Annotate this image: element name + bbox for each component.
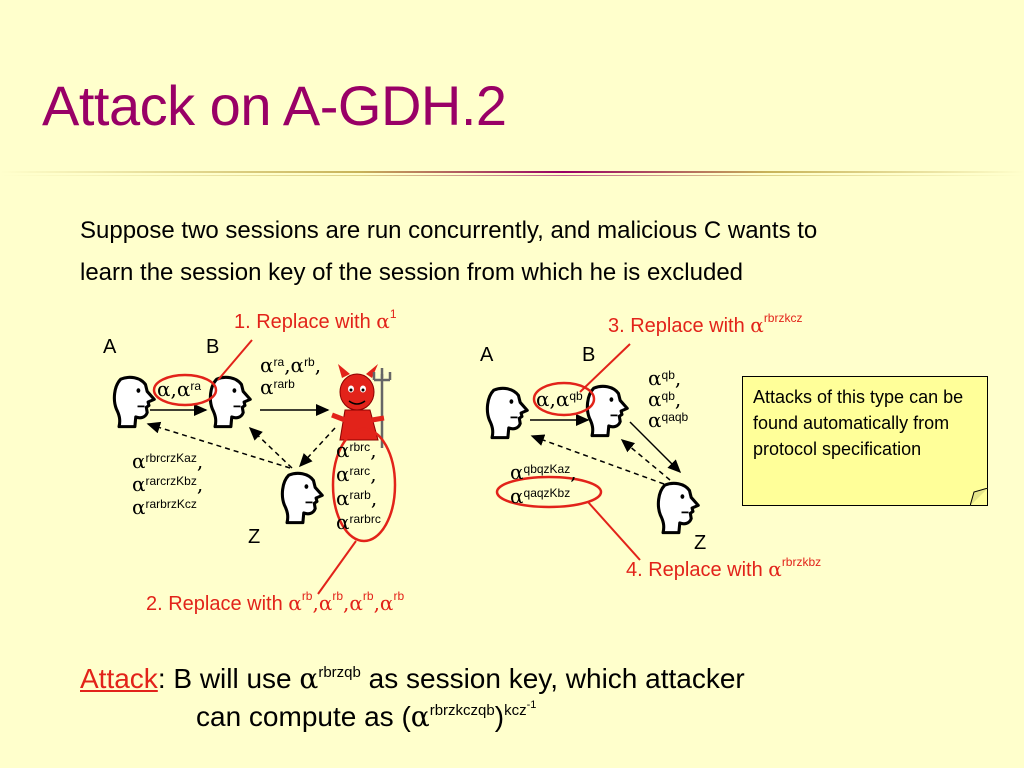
note-text: Attacks of this type can be found automa… <box>753 387 964 459</box>
intro-text: Suppose two sessions are run concurrentl… <box>80 210 980 294</box>
right-label-b: B <box>582 344 596 366</box>
msg-a-to-b-left: α,αra <box>157 377 202 401</box>
callout-oval-2 <box>331 427 397 543</box>
step-4-label: 4. Replace with αrbrzkbz <box>626 555 822 581</box>
msg-b-to-c-left: αra,αrb, αrarb <box>260 353 322 399</box>
intro-line-1: Suppose two sessions are run concurrentl… <box>80 217 818 244</box>
callout-oval-4 <box>495 475 603 509</box>
intro-line-2: learn the session key of the session fro… <box>80 259 744 286</box>
left-label-a: A <box>103 336 117 358</box>
title-divider <box>0 171 1024 176</box>
arrow-z-to-b-left <box>248 426 293 469</box>
msg-z-to-a-right: αqbqzKaz, αqaqzKbz <box>510 460 577 508</box>
callout-line-4 <box>587 501 641 561</box>
attack-line-1: Attack: B will use αrbrzqb as session ke… <box>80 662 745 695</box>
note-fold-corner <box>970 488 988 506</box>
slide-title: Attack on A-GDH.2 <box>42 74 507 137</box>
arrow-b-to-z-right <box>629 421 682 474</box>
person-z-right-icon <box>656 481 700 535</box>
person-a-left-icon <box>112 375 156 429</box>
callout-oval-1 <box>152 373 218 407</box>
left-label-b: B <box>206 336 220 358</box>
arrow-c-to-z-left <box>298 427 336 468</box>
msg-c-to-z-left: αrbrc, αrarc, αrarb, αrarbrc <box>336 438 381 534</box>
left-label-z: Z <box>248 526 261 548</box>
right-label-z: Z <box>694 532 707 554</box>
arrow-z-to-b-right <box>620 439 671 481</box>
msg-z-to-a-left: αrbrcrzKaz, αrarcrzKbz, αrarbrzKcz <box>132 449 204 519</box>
step-2-label: 2. Replace with αrb,αrb,αrb,αrb <box>146 589 405 615</box>
person-z-left-icon <box>280 471 324 525</box>
msg-b-to-z-right: αqb, αqb, αqaqb <box>648 366 689 432</box>
arrow-z-to-a-left <box>146 421 291 469</box>
person-a-right-icon <box>485 386 529 440</box>
attack-keyword: Attack <box>80 663 158 694</box>
attack-conclusion: Attack: B will use αrbrzqb as session ke… <box>80 660 1000 736</box>
callout-line-1 <box>217 339 253 381</box>
right-label-a: A <box>480 344 494 366</box>
callout-line-3 <box>579 343 631 393</box>
callout-oval-3 <box>532 381 596 417</box>
attack-line-2: can compute as (αrbrzkczqb)kcz-1 <box>196 699 537 733</box>
person-b-left-icon <box>208 375 252 429</box>
devil-icon <box>331 364 392 448</box>
step-3-label: 3. Replace with αrbrzkcz <box>608 311 803 337</box>
step-1-label: 1. Replace with α1 <box>234 307 397 333</box>
msg-a-to-b-right: α,αqb <box>536 387 583 411</box>
callout-line-2 <box>317 540 357 595</box>
arrow-z-to-a-right <box>530 434 665 485</box>
note-box: Attacks of this type can be found automa… <box>742 376 988 506</box>
